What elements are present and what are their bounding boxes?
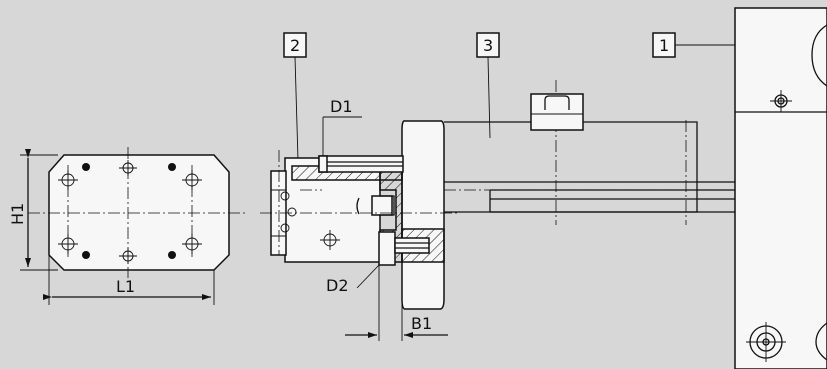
svg-text:1: 1: [659, 36, 669, 55]
dimension-l1-label: L1: [116, 277, 135, 296]
plate-hole-pattern: [58, 160, 202, 264]
svg-text:3: 3: [483, 36, 493, 55]
dimension-h1-label: H1: [8, 203, 27, 225]
callout-3: 3: [476, 32, 500, 139]
side-frame: [734, 7, 827, 369]
svg-text:2: 2: [290, 36, 300, 55]
dimension-b1-label: B1: [411, 314, 432, 333]
main-assembly: D1 D2 B1: [260, 80, 735, 341]
dimension-d2-label: D2: [326, 276, 349, 295]
dimension-d1-label: D1: [330, 97, 353, 116]
plate-front-view: H1 L1: [8, 147, 245, 305]
callout-2: 2: [283, 32, 307, 161]
